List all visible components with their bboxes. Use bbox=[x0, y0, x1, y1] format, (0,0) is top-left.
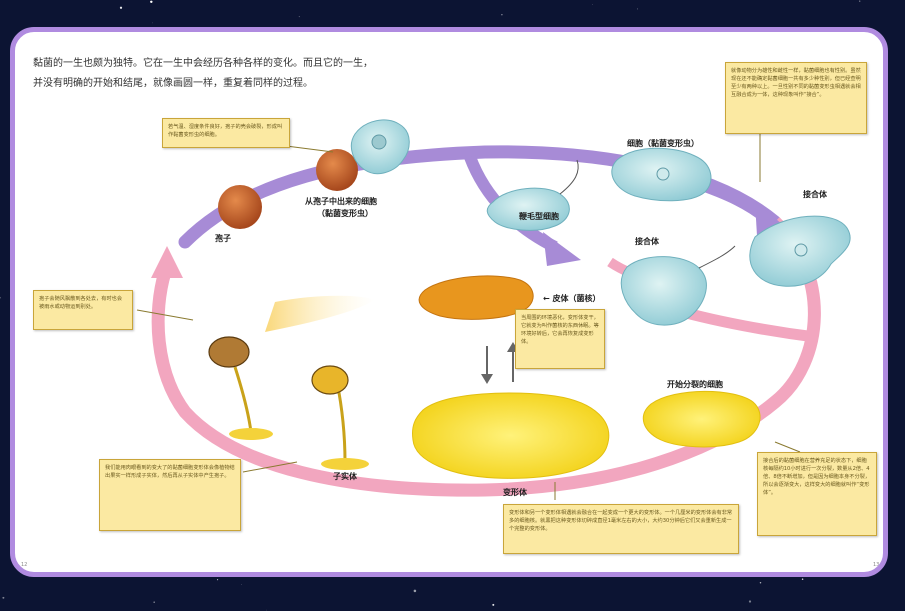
book-spread: 黏菌的一生也颇为独特。它在一生中会经历各种各样的变化。而且它的一生， 并没有明确… bbox=[10, 27, 888, 577]
star bbox=[637, 8, 639, 10]
star bbox=[759, 582, 762, 584]
label-plasmodium: 变形体 bbox=[503, 488, 527, 497]
star bbox=[801, 578, 804, 580]
note-plasmodium: 变形体和另一个变形体相遇就会融合在一起变成一个更大的变形体。一个几厘米的变形体会… bbox=[503, 504, 739, 554]
star bbox=[150, 0, 153, 4]
cycle-arc-pink bbox=[151, 217, 821, 497]
arrowhead-flagellate bbox=[543, 232, 581, 266]
intro-line-2: 并没有明确的开始和结尾，就像画圆一样，重复着同样的过程。 bbox=[33, 78, 313, 89]
reversible-arrows bbox=[481, 342, 519, 384]
label-amoeba-from-spore-line1: 从孢子中出来的细胞 bbox=[305, 197, 377, 206]
star bbox=[266, 609, 267, 611]
label-flagellate: 鞭毛型细胞 bbox=[519, 212, 559, 221]
star bbox=[0, 296, 1, 299]
star bbox=[413, 589, 417, 593]
star bbox=[298, 16, 300, 18]
note-fruiting: 我们能用肉眼看到的变大了的黏菌细胞变形体会像植物结出果实一样形成子实体，然后再从… bbox=[99, 459, 241, 531]
plasmodium-illustration bbox=[412, 392, 610, 479]
star bbox=[492, 603, 495, 606]
page-number-right: 13 bbox=[873, 562, 880, 568]
label-dividing-cell: 开始分裂的细胞 bbox=[667, 380, 723, 389]
star bbox=[859, 0, 861, 2]
cycle-arrowhead-left bbox=[151, 246, 183, 278]
bursting-fruiting-body-illustration bbox=[208, 295, 375, 440]
flagellate-cell-illustration bbox=[486, 187, 570, 231]
intro-text: 黏菌的一生也颇为独特。它在一生中会经历各种各样的变化。而且它的一生， 并没有明确… bbox=[33, 54, 453, 94]
star bbox=[119, 6, 123, 9]
star bbox=[152, 22, 153, 24]
note-spore-dispersal: 孢子会随风飘散到各处去，有时也会被雨水或动物运到别处。 bbox=[33, 290, 133, 330]
label-zygote-mid: 接合体 bbox=[635, 237, 659, 246]
star bbox=[217, 579, 219, 581]
zygote-mid-flagellum bbox=[698, 245, 736, 269]
star bbox=[241, 584, 242, 585]
amoeba-cell-nucleus bbox=[656, 167, 670, 181]
sclerotium-illustration bbox=[418, 275, 534, 320]
star bbox=[153, 601, 155, 603]
label-zygote-top: 接合体 bbox=[803, 190, 827, 199]
zygote-top-nucleus bbox=[794, 243, 808, 257]
star bbox=[748, 600, 752, 603]
dividing-cell-illustration bbox=[642, 390, 761, 448]
note-dividing: 接合后的黏菌细胞在营养充足的状态下，细胞核每隔约10小时进行一次分裂，数量从2倍… bbox=[757, 452, 877, 536]
zygote-mid-illustration bbox=[620, 256, 707, 326]
amoeba-nucleus bbox=[371, 134, 387, 150]
label-fruiting-body: 子实体 bbox=[333, 472, 357, 481]
intro-line-1: 黏菌的一生也颇为独特。它在一生中会经历各种各样的变化。而且它的一生， bbox=[33, 58, 373, 69]
label-amoeba-from-spore-line2: （黏菌变形虫） bbox=[317, 209, 373, 218]
label-cell: 细胞（黏菌变形虫） bbox=[627, 139, 699, 148]
life-cycle-diagram bbox=[136, 119, 851, 500]
label-spore: 孢子 bbox=[215, 234, 231, 243]
star bbox=[501, 14, 503, 16]
flagellum-line bbox=[559, 159, 579, 195]
label-sclerotium: ← 皮体（菌核） bbox=[543, 294, 601, 303]
spore-illustration bbox=[218, 185, 262, 229]
fruiting-body-illustration bbox=[311, 365, 369, 470]
star bbox=[2, 596, 5, 599]
note-spore-release: 若气温、湿度条件良好，孢子的壳会破裂，形成叫作黏菌变形虫的细胞。 bbox=[162, 118, 290, 148]
note-mating: 就像动物分为雄性和雌性一样，黏菌细胞也有性别。虽然现在还不能确定黏菌细胞一共有多… bbox=[725, 62, 867, 134]
star bbox=[591, 4, 593, 6]
note-sclerotium: 当周围的环境恶化，变形体变干，它就变为叫作菌核的东西休眠。等环境好转后，它会再恢… bbox=[515, 309, 605, 369]
page-number-left: 12 bbox=[21, 562, 28, 568]
spore-opening-illustration bbox=[316, 149, 358, 191]
